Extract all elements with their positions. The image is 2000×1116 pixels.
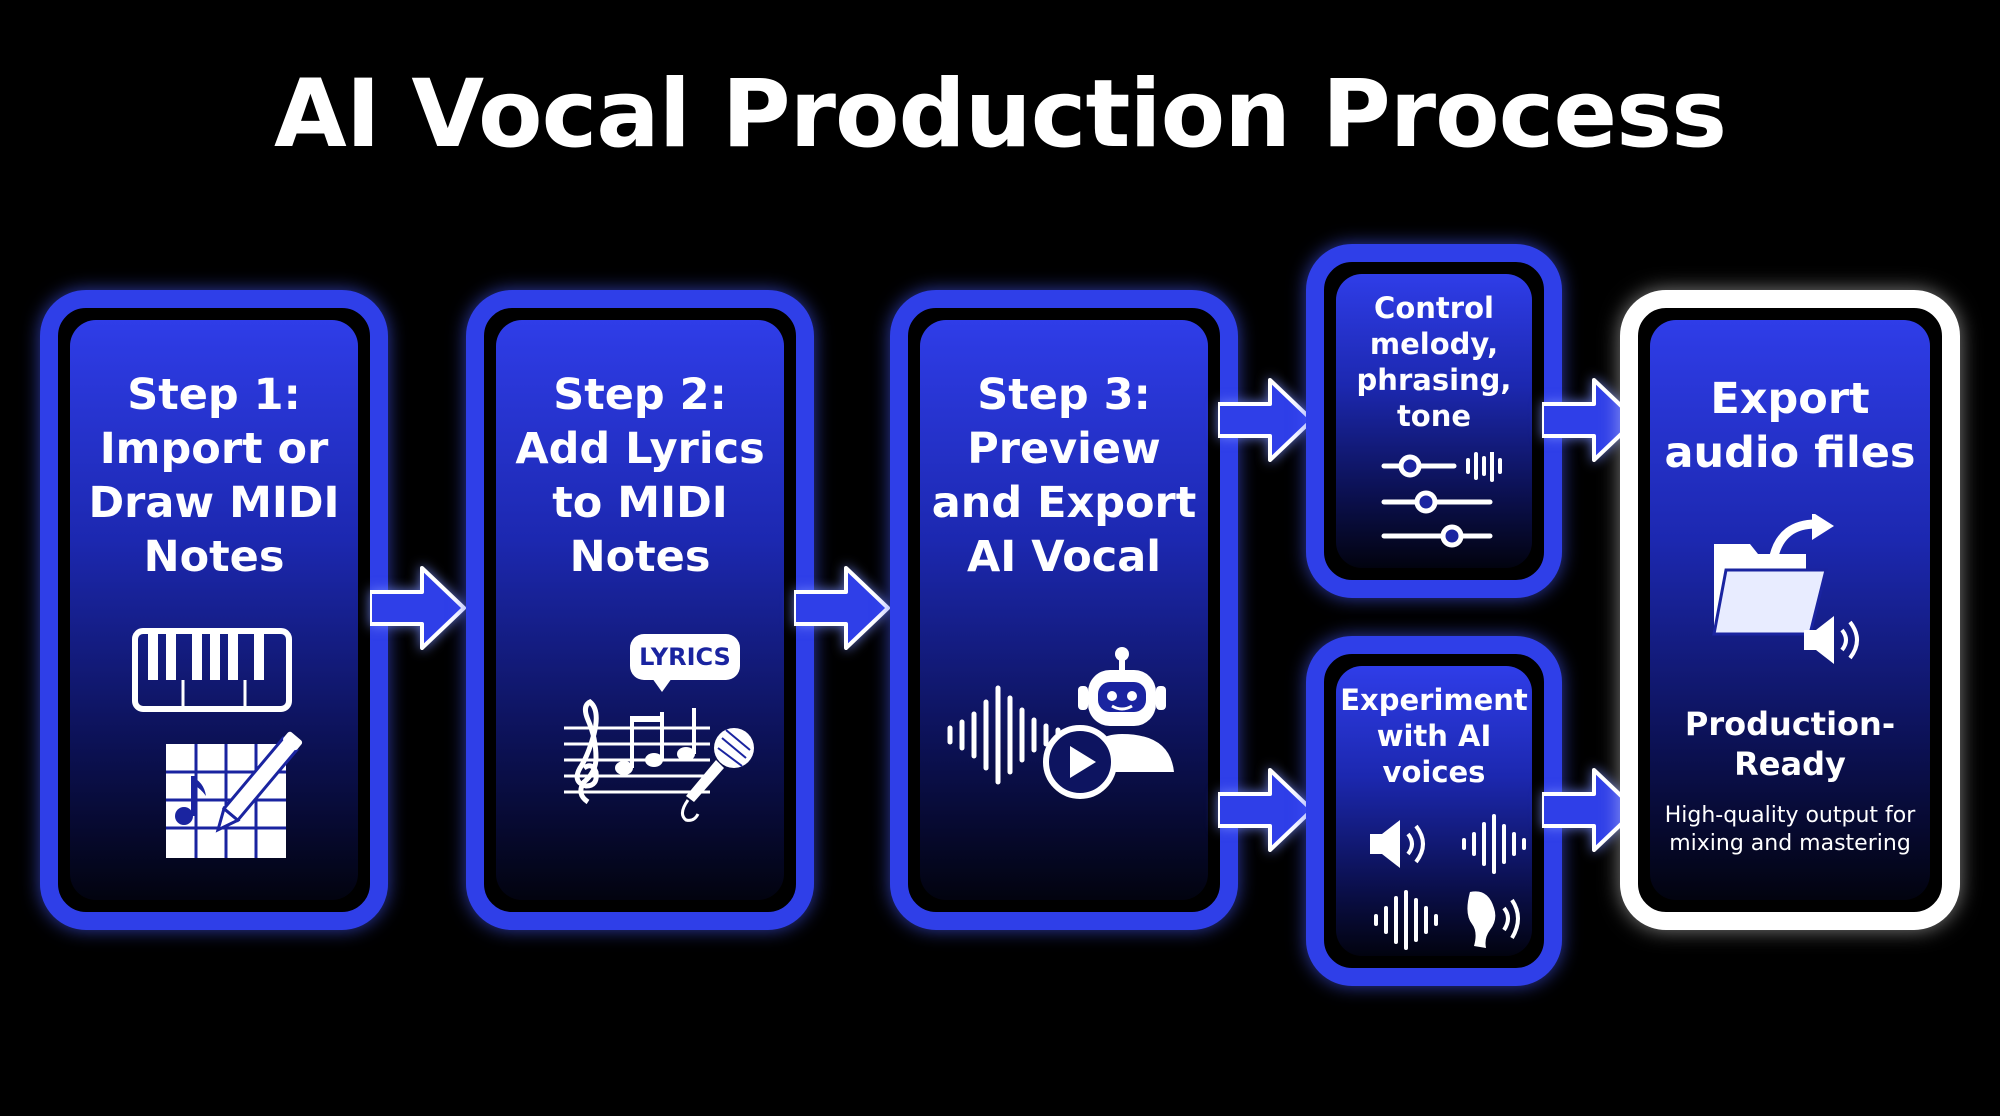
music-staff-notes-icon: [564, 699, 710, 805]
midi-grid-pencil-icon: [166, 731, 303, 858]
microphone-icon: [681, 728, 754, 822]
play-button-icon: [1043, 725, 1117, 799]
control-card: Control melody, phrasing, tone: [1306, 244, 1562, 598]
export-note: High-quality output for mixing and maste…: [1664, 803, 1916, 856]
page-title: AI Vocal Production Process: [273, 60, 1727, 169]
step-1-card: Step 1: Import or Draw MIDI Notes: [40, 290, 388, 930]
experiment-label: Experiment with AI voices: [1340, 683, 1528, 789]
lyrics-bubble-text: LYRICS: [639, 643, 731, 671]
control-label: Control melody, phrasing, tone: [1356, 291, 1512, 433]
arrow-step3-to-experiment: [1218, 768, 1314, 852]
step-2-label: Step 2: Add Lyrics to MIDI Notes: [515, 370, 765, 582]
step-1-label: Step 1: Import or Draw MIDI Notes: [88, 370, 340, 582]
export-panel: Export audio files Production- Ready Hig…: [1650, 320, 1930, 900]
step-3-label: Step 3: Preview and Export AI Vocal: [931, 370, 1197, 582]
folder-export-icon: [1712, 514, 1834, 636]
export-subtitle: Production- Ready: [1684, 705, 1896, 783]
step-3-panel: Step 3: Preview and Export AI Vocal: [920, 320, 1208, 900]
piano-keyboard-icon: [132, 628, 292, 712]
step-2-card: Step 2: Add Lyrics to MIDI Notes LYRICS: [466, 290, 814, 930]
experiment-panel: Experiment with AI voices: [1336, 666, 1532, 956]
lyrics-speech-bubble-icon: LYRICS: [630, 634, 740, 692]
arrow-control-to-export: [1542, 378, 1638, 462]
arrow-step3-to-control: [1218, 378, 1314, 462]
export-title: Export audio files: [1664, 374, 1916, 478]
speaker-icon: [1804, 616, 1859, 664]
control-panel: Control melody, phrasing, tone: [1336, 274, 1532, 568]
arrow-experiment-to-export: [1542, 768, 1638, 852]
step-2-panel: Step 2: Add Lyrics to MIDI Notes LYRICS: [496, 320, 784, 900]
export-card: Export audio files Production- Ready Hig…: [1620, 290, 1960, 930]
step-3-card: Step 3: Preview and Export AI Vocal: [890, 290, 1238, 930]
speaker-icon: [1370, 820, 1425, 868]
arrow-step1-to-step2: [370, 566, 466, 650]
experiment-card: Experiment with AI voices: [1306, 636, 1562, 986]
step-1-panel: Step 1: Import or Draw MIDI Notes: [70, 320, 358, 900]
face-voice-icon: [1467, 891, 1520, 948]
arrow-step2-to-step3: [794, 566, 890, 650]
sliders-icon: [1381, 452, 1502, 548]
voice-waveform-icon: [1374, 890, 1438, 950]
voice-waveform-icon: [1462, 814, 1526, 874]
